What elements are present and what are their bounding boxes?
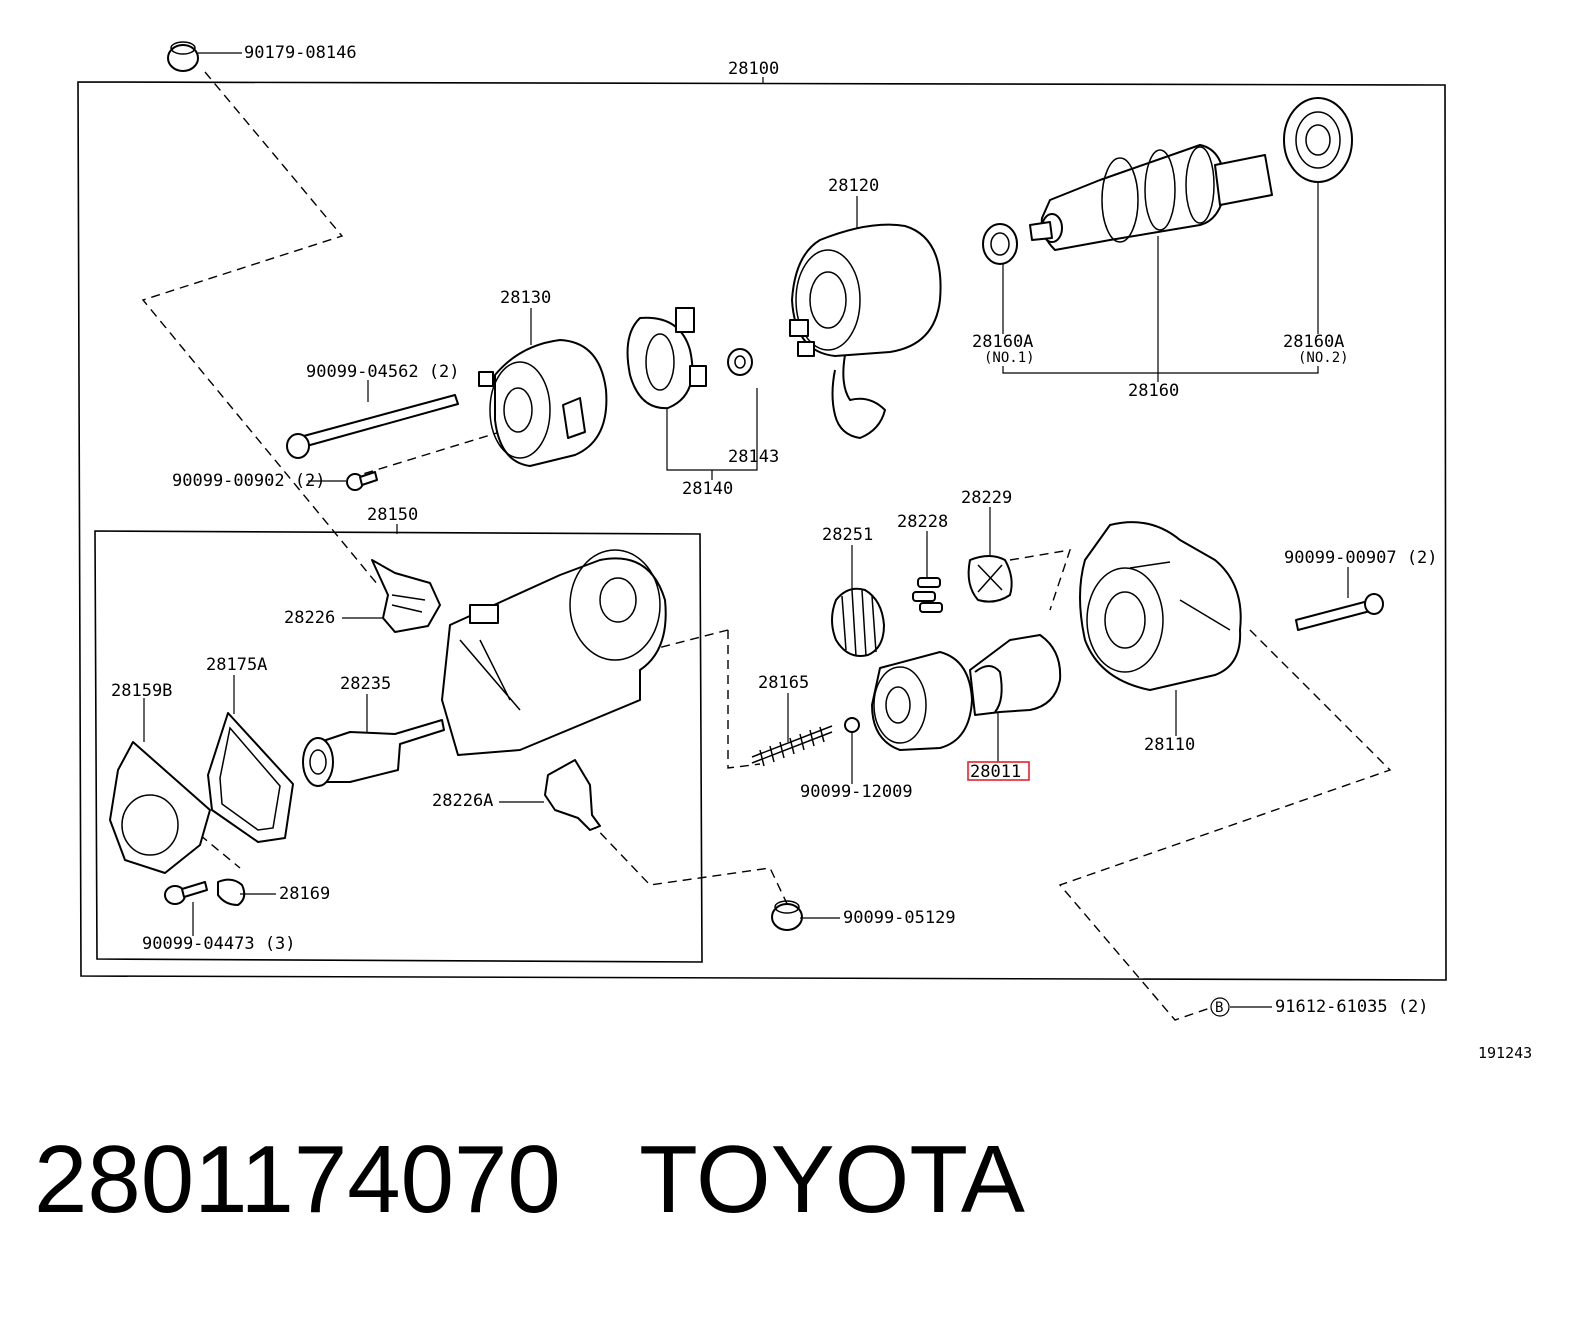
leader-lines [143, 52, 1349, 1008]
label-commutator-end-frame: 28130 [500, 288, 551, 308]
label-steel-ball: 90099-12009 [800, 782, 913, 802]
label-bearing-no2: 28160A [1283, 332, 1344, 352]
label-armature: 28160 [1128, 381, 1179, 401]
label-assembly: 28100 [728, 59, 779, 79]
label-cover-bolt: 90099-04473 (3) [142, 934, 296, 954]
bearing-no2-part [1283, 97, 1353, 183]
through-bolt-part [286, 394, 459, 459]
label-end-cover: 28159B [111, 681, 172, 701]
label-terminal-bolt: 28226 [284, 608, 335, 628]
bottom-caption: 2801174070 TOYOTA [34, 1132, 1025, 1228]
label-screw: 90099-00902 (2) [172, 471, 326, 491]
label-nut-top: 90179-08146 [244, 43, 357, 63]
end-cover-gasket-part [207, 712, 294, 843]
label-flange-bolt: 91612-61035 (2) [1275, 997, 1429, 1017]
terminal-bolt-part [371, 559, 441, 633]
label-through-bolt: 90099-04562 (2) [306, 362, 460, 382]
label-idler-gear: 28251 [822, 525, 873, 545]
label-no2: (NO.2) [1298, 350, 1349, 366]
label-end-cover-gasket: 28175A [206, 655, 267, 675]
label-no1: (NO.1) [984, 350, 1035, 366]
label-magnetic-switch: 28150 [367, 505, 418, 525]
armature-part [1029, 144, 1273, 251]
label-housing-bolt: 90099-00907 (2) [1284, 548, 1438, 568]
figure-code: 191243 [1478, 1044, 1533, 1062]
magnetic-switch-frame [94, 530, 703, 963]
label-clutch-assembly: 28011 [970, 762, 1021, 782]
mark-b-circle [1210, 997, 1230, 1017]
caption-brand: TOYOTA [639, 1126, 1025, 1233]
label-nut-bottom: 90099-05129 [843, 908, 956, 928]
label-return-spring: 28165 [758, 673, 809, 693]
cover-bolt-part [164, 881, 208, 905]
label-housing: 28110 [1144, 735, 1195, 755]
label-terminal-bolt-a: 28226A [432, 791, 493, 811]
assembly-frame [77, 81, 1447, 981]
end-cover-part [109, 741, 211, 874]
label-mark-b: B [1215, 1000, 1223, 1016]
bearing-no1-part [982, 223, 1018, 265]
housing-bolt-part [1295, 593, 1384, 631]
screw-part [346, 471, 378, 491]
clutch-assembly-highlight [967, 761, 1030, 781]
nut-bottom-part [771, 900, 803, 931]
label-clip: 28169 [279, 884, 330, 904]
label-brush-holder: 28140 [682, 479, 733, 499]
label-yoke: 28120 [828, 176, 879, 196]
bearing-rollers-part [912, 577, 943, 613]
label-bearing-rollers: 28228 [897, 512, 948, 532]
housing-part [1079, 521, 1242, 691]
magnetic-switch-part [441, 549, 667, 756]
commutator-end-frame-part [478, 339, 608, 467]
brush-spring-part [727, 348, 753, 376]
dashed-leaders [141, 71, 1392, 1021]
steel-ball-part [844, 717, 860, 733]
terminal-bolt-a-part [544, 759, 601, 831]
caption-part-number: 2801174070 [34, 1126, 561, 1233]
retainer-part [967, 555, 1013, 603]
parts-diagram: 90179-08146 28100 28120 28160A (NO.1) 28… [77, 41, 1447, 1021]
label-bearing-no1: 28160A [972, 332, 1033, 352]
label-retainer: 28229 [961, 488, 1012, 508]
nut-top-part [167, 41, 199, 72]
brush-holder-part [626, 307, 707, 410]
idler-gear-part [831, 587, 885, 657]
plunger-part [302, 719, 445, 787]
clutch-assembly-part [871, 634, 1062, 751]
yoke-part [789, 223, 942, 439]
return-spring-part [751, 725, 833, 767]
clip-part [217, 878, 246, 906]
label-brush-spring: 28143 [728, 447, 779, 467]
label-plunger: 28235 [340, 674, 391, 694]
